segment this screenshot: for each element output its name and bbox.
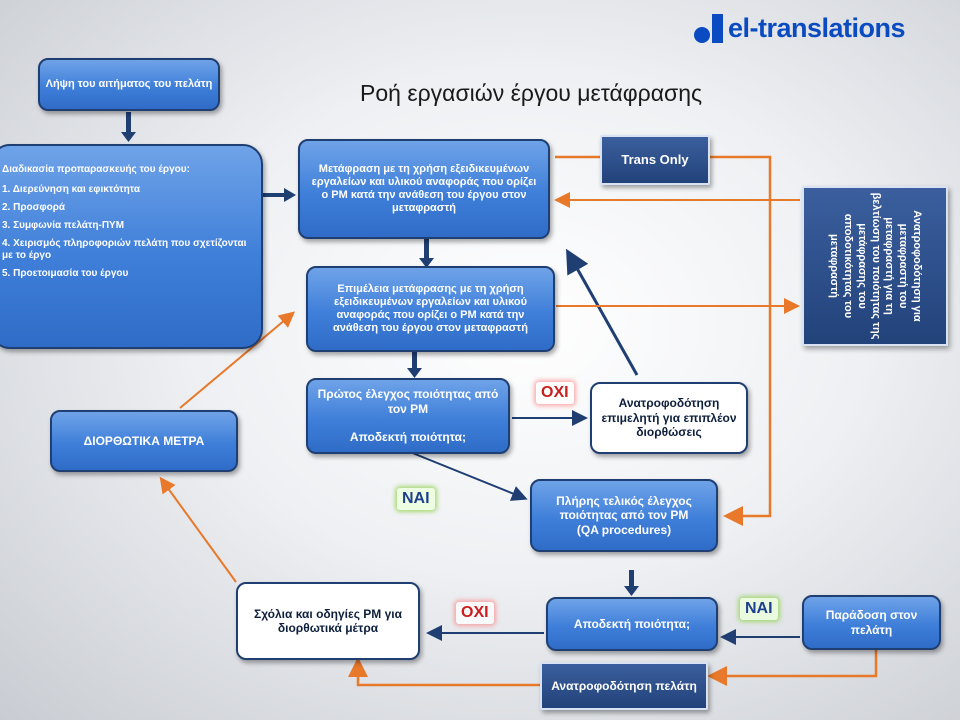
label-no-second: ΟΧΙ xyxy=(456,602,494,624)
arrow-delivery-to-client-feedback xyxy=(707,650,878,686)
node-acceptable-quality: Αποδεκτή ποιότητα; xyxy=(546,597,718,651)
node-translation: Μετάφραση με τη χρήση εξειδικευμένων εργ… xyxy=(298,139,550,239)
arrow-feedback-editor-to-translation xyxy=(566,248,639,376)
node-project-preparation: Διαδικασία προπαρασκευής του έργου: 1. Δ… xyxy=(0,144,263,349)
node-delivery: Παράδοση στον πελάτη xyxy=(802,595,941,650)
prep-step: 3. Συμφωνία πελάτη-ΠΥΜ xyxy=(2,220,125,231)
translator-feedback-text: Ανατροφοδότηση για μεταφραστή του μεταφρ… xyxy=(828,192,924,340)
arrow-prep-to-translation xyxy=(256,188,296,202)
label-no-first: ΟΧΙ xyxy=(536,382,574,404)
logo-icon xyxy=(694,11,728,45)
node-first-quality-check: Πρώτος έλεγχος ποιότητας από τον PM Αποδ… xyxy=(306,378,510,454)
arrow-client-feedback-to-comments xyxy=(348,657,540,687)
node-editor-feedback: Ανατροφοδότηση επιμελητή για επιπλέον δι… xyxy=(590,382,748,454)
node-corrective-measures: ΔΙΟΡΘΩΤΙΚΑ ΜΕΤΡΑ xyxy=(50,410,238,472)
prep-step: 1. Διερεύνηση και εφικτότητα xyxy=(2,184,141,195)
prep-step: 5. Προετοιμασία του έργου xyxy=(2,268,129,279)
arrow-first-check-to-final-check xyxy=(409,451,528,501)
arrow-translation-to-editing xyxy=(419,238,434,268)
prep-heading: Διαδικασία προπαρασκευής του έργου: xyxy=(2,164,190,175)
arrow-request-to-prep xyxy=(121,112,136,142)
node-client-feedback: Ανατροφοδότηση πελάτη xyxy=(540,662,708,710)
node-trans-only: Trans Only xyxy=(600,135,710,185)
label-yes-first: ΝΑΙ xyxy=(397,488,435,510)
node-editing: Επιμέλεια μετάφρασης με τη χρήση εξειδικ… xyxy=(306,266,555,352)
node-pm-comments: Σχόλια και οδηγίες PM για διορθωτικά μέτ… xyxy=(236,582,420,660)
arrow-final-check-to-acceptable xyxy=(624,570,639,596)
arrow-comments-to-corrective xyxy=(159,476,237,583)
prep-step: 2. Προσφορά xyxy=(2,202,66,213)
logo-text: el-translations xyxy=(728,12,906,43)
arrow-corrective-to-editing xyxy=(179,311,296,409)
brand-logo: el-translations xyxy=(694,8,906,48)
node-final-quality-check: Πλήρης τελικός έλεγχος ποιότητας από τον… xyxy=(530,479,718,552)
prep-step: 4. Χειρισμός πληροφοριών πελάτη που σχετ… xyxy=(2,238,247,261)
arrow-editing-to-first-check xyxy=(407,352,422,378)
page-title: Ροή εργασιών έργου μετάφρασης xyxy=(360,80,703,106)
node-client-request: Λήψη του αιτήματος του πελάτη xyxy=(38,58,220,111)
node-translator-feedback: Ανατροφοδότηση για μεταφραστή του μεταφρ… xyxy=(802,186,948,346)
label-yes-second: ΝΑΙ xyxy=(740,598,778,620)
arrow-translation-to-final-check xyxy=(555,155,772,526)
